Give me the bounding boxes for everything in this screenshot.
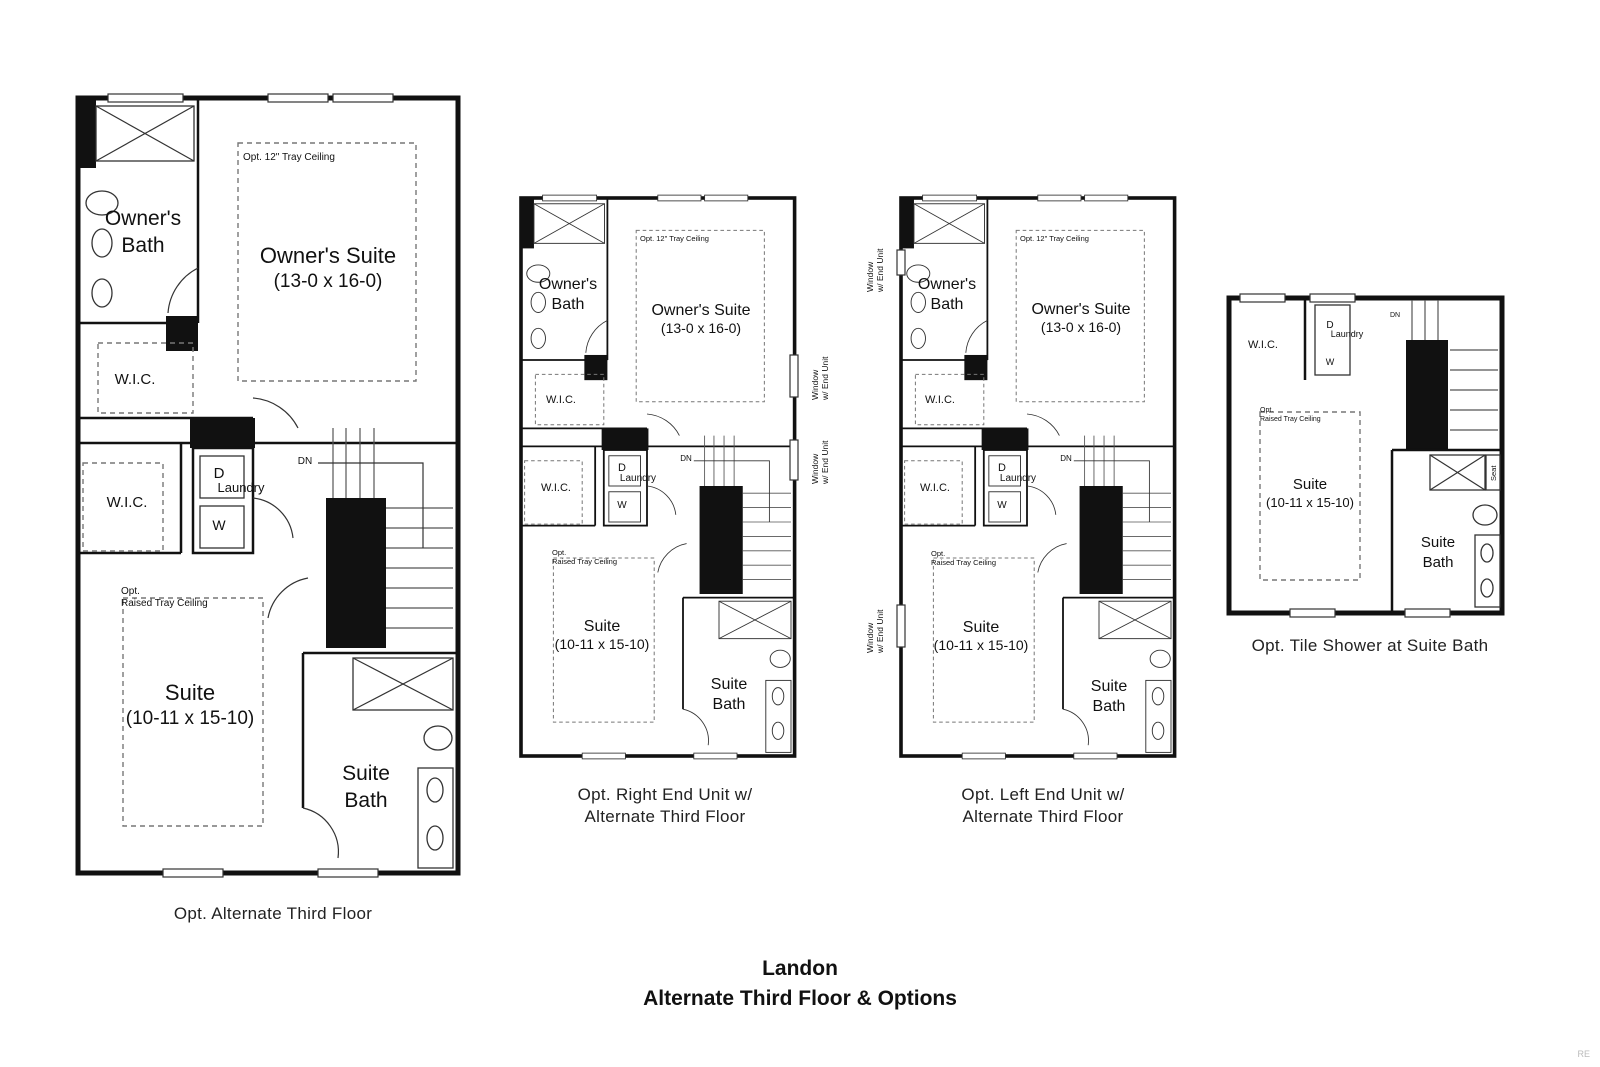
p2-suite-dim: (10-11 x 15-10) bbox=[555, 636, 650, 652]
tray-ceiling-note: Opt. 12" Tray Ceiling bbox=[243, 152, 335, 163]
p3-suite-dim: (10-11 x 15-10) bbox=[934, 637, 1029, 653]
p3-laundry: Laundry bbox=[1000, 473, 1036, 484]
owners-bath-label-2: Bath bbox=[121, 234, 164, 257]
p4-washer: W bbox=[1326, 357, 1335, 367]
p4-dryer: D bbox=[1326, 320, 1333, 331]
p2-dn: DN bbox=[680, 454, 692, 463]
p2-owners-bath-label: Owner's bbox=[539, 276, 597, 293]
p3-suite-bath: Suite bbox=[1091, 678, 1128, 695]
p2-window-note-lower-2: w/ End Unit bbox=[820, 440, 830, 485]
p3-suite-bath-2: Bath bbox=[1093, 698, 1126, 715]
p2-owners-bath-label-2: Bath bbox=[552, 296, 585, 313]
end-unit-window-upper bbox=[789, 354, 799, 398]
opt-note: Opt. bbox=[121, 586, 140, 597]
p2-window-note-upper-1: Window bbox=[810, 369, 820, 400]
p3-dn: DN bbox=[1060, 454, 1072, 463]
owners-suite-dimensions: (13-0 x 16-0) bbox=[274, 271, 383, 292]
p3-owners-bath-label-2: Bath bbox=[931, 296, 964, 313]
p2-window-note-lower-1: Window bbox=[810, 453, 820, 484]
p2-suite-bath-2: Bath bbox=[713, 696, 746, 713]
p2-raised-tray: Raised Tray Ceiling bbox=[552, 557, 617, 566]
p2-wic-top: W.I.C. bbox=[546, 394, 576, 406]
p3-owners-suite-label: Owner's Suite bbox=[1031, 301, 1130, 318]
p3-window-note-top-1: Window bbox=[865, 261, 875, 292]
suite-dimensions: (10-11 x 15-10) bbox=[126, 708, 255, 729]
laundry-label: Laundry bbox=[218, 480, 265, 495]
raised-tray-note: Raised Tray Ceiling bbox=[121, 598, 208, 609]
end-unit-window-top bbox=[896, 249, 906, 276]
p3-opt: Opt. bbox=[931, 549, 945, 558]
caption-right-end-unit-line1: Opt. Right End Unit w/ bbox=[577, 785, 753, 804]
p4-laundry: Laundry bbox=[1331, 329, 1364, 339]
suite-label: Suite bbox=[165, 680, 215, 705]
p4-raised-tray: Raised Tray Ceiling bbox=[1260, 416, 1321, 423]
suite-bath-label: Suite bbox=[342, 762, 390, 785]
washer-label: W bbox=[212, 517, 226, 533]
p4-wic: W.I.C. bbox=[1248, 339, 1278, 351]
p3-window-note-bottom-2: w/ End Unit bbox=[875, 609, 885, 654]
p3-owners-suite-dim: (13-0 x 16-0) bbox=[1041, 319, 1121, 335]
suite-bath-label-2: Bath bbox=[344, 789, 387, 812]
p3-wic-left: W.I.C. bbox=[920, 482, 950, 494]
p2-window-note-upper-2: w/ End Unit bbox=[820, 356, 830, 401]
watermark: RE bbox=[1577, 1049, 1590, 1059]
p3-suite: Suite bbox=[963, 619, 1000, 636]
p2-tray-note: Opt. 12" Tray Ceiling bbox=[640, 234, 709, 243]
p2-owners-suite-label: Owner's Suite bbox=[651, 302, 750, 319]
p3-owners-bath-label: Owner's bbox=[918, 276, 976, 293]
plan-tile-shower bbox=[1226, 293, 1505, 618]
end-unit-window-bottom bbox=[896, 604, 906, 648]
caption-left-end-unit-line2: Alternate Third Floor bbox=[962, 807, 1124, 826]
p2-owners-suite-dim: (13-0 x 16-0) bbox=[661, 320, 741, 336]
caption-left-end-unit: Opt. Left End Unit w/ Alternate Third Fl… bbox=[898, 784, 1188, 828]
p4-opt: Opt. bbox=[1260, 407, 1273, 414]
p4-suite-bath-2: Bath bbox=[1423, 554, 1454, 571]
p3-dryer: D bbox=[998, 462, 1006, 474]
p3-tray-note: Opt. 12" Tray Ceiling bbox=[1020, 234, 1089, 243]
p2-suite-bath: Suite bbox=[711, 676, 748, 693]
owners-suite-label: Owner's Suite bbox=[260, 243, 396, 268]
p4-dn: DN bbox=[1390, 312, 1400, 319]
dryer-label: D bbox=[214, 465, 225, 482]
caption-left-end-unit-line1: Opt. Left End Unit w/ bbox=[961, 785, 1125, 804]
p4-suite-bath: Suite bbox=[1421, 534, 1455, 551]
p3-window-note-bottom-1: Window bbox=[865, 622, 875, 653]
p3-wic-top: W.I.C. bbox=[925, 394, 955, 406]
p2-dryer: D bbox=[618, 462, 626, 474]
p2-opt: Opt. bbox=[552, 548, 566, 557]
p4-suite: Suite bbox=[1293, 476, 1327, 493]
p2-laundry: Laundry bbox=[620, 473, 656, 484]
caption-alternate-third-floor: Opt. Alternate Third Floor bbox=[173, 904, 373, 923]
stairs-down-label: DN bbox=[298, 456, 312, 467]
end-unit-window-lower bbox=[789, 439, 799, 481]
p3-washer: W bbox=[997, 500, 1007, 511]
p3-window-note-top-2: w/ End Unit bbox=[875, 248, 885, 293]
p2-suite: Suite bbox=[584, 618, 621, 635]
plan-name-title: Landon bbox=[762, 957, 838, 980]
p4-seat-label: Seat bbox=[1489, 465, 1498, 481]
p2-wic-left: W.I.C. bbox=[541, 482, 571, 494]
caption-right-end-unit: Opt. Right End Unit w/ Alternate Third F… bbox=[520, 784, 810, 828]
p4-suite-dim: (10-11 x 15-10) bbox=[1266, 495, 1354, 510]
plan-subtitle: Alternate Third Floor & Options bbox=[643, 987, 957, 1010]
p2-washer: W bbox=[617, 500, 627, 511]
owners-bath-label: Owner's bbox=[105, 207, 181, 230]
caption-tile-shower: Opt. Tile Shower at Suite Bath bbox=[1251, 636, 1489, 655]
p3-raised-tray: Raised Tray Ceiling bbox=[931, 558, 996, 567]
wic-left-label: W.I.C. bbox=[107, 494, 148, 511]
caption-right-end-unit-line2: Alternate Third Floor bbox=[584, 807, 746, 826]
wic-top-label: W.I.C. bbox=[115, 371, 156, 388]
